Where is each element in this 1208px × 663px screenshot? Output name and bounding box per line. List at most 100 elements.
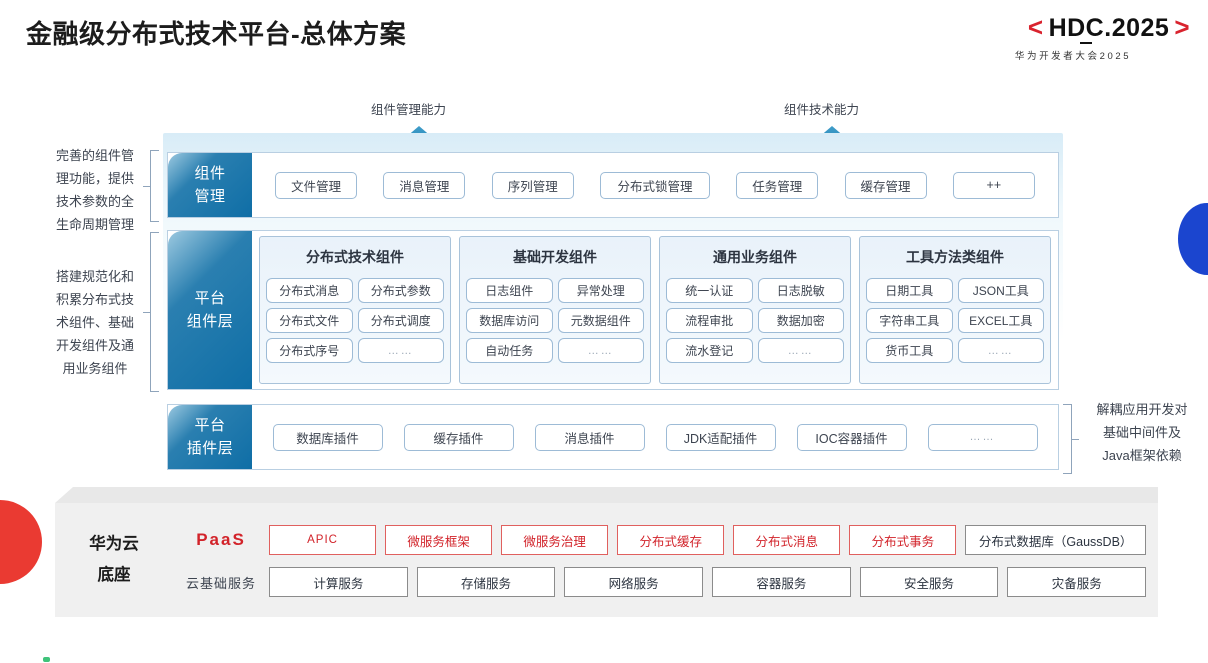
component-pill[interactable]: 异常处理	[557, 278, 644, 303]
annotation-left-mid-line2: 积累分布式技	[55, 292, 134, 307]
base-cloud_items-item[interactable]: 网络服务	[564, 567, 704, 597]
logo-underscore-mark	[1079, 42, 1092, 44]
component-mgmt-pill[interactable]: 序列管理	[491, 171, 574, 199]
bracket-tick-left-top	[143, 186, 150, 188]
component-pill[interactable]: 自动任务	[466, 338, 553, 363]
layer-body-platform-plugins: 数据库插件缓存插件消息插件 JDK适配插件 IOC容器插件 ……	[252, 405, 1058, 469]
base-cloud_items-item[interactable]: 存储服务	[416, 567, 556, 597]
logo-left-bracket-icon: <	[1027, 12, 1044, 42]
component-pill[interactable]: EXCEL工具	[957, 308, 1044, 333]
component-group-grid: 统一认证日志脱敏流程审批数据加密流水登记……	[666, 278, 844, 363]
annotation-left-mid-line5: 用业务组件	[62, 361, 128, 376]
component-mgmt-pill[interactable]: 缓存管理	[844, 171, 927, 199]
component-mgmt-pill[interactable]: 文件管理	[275, 171, 358, 199]
annotation-left-mid-line1: 搭建规范化和	[55, 269, 134, 284]
plugin-pill[interactable]: 数据库插件	[272, 423, 383, 451]
base-paas_items-item[interactable]: 分布式消息	[733, 525, 841, 555]
annotation-left-mid-line4: 开发组件及通	[55, 338, 134, 353]
component-group-title: 通用业务组件	[713, 249, 797, 265]
component-pill[interactable]: 日志脱敏	[757, 278, 844, 303]
component-pill[interactable]: JSON工具	[957, 278, 1044, 303]
component-group-title: 工具方法类组件	[906, 249, 1004, 265]
plugin-pill[interactable]: 缓存插件	[403, 423, 514, 451]
layer-label-line2: 管理	[194, 188, 226, 205]
red-quarter-circle-decoration	[0, 500, 42, 584]
annotation-left-middle: 搭建规范化和 积累分布式技 术组件、基础 开发组件及通 用业务组件	[36, 265, 154, 380]
component-group: 通用业务组件统一认证日志脱敏流程审批数据加密流水登记……	[659, 236, 851, 384]
component-pill[interactable]: ……	[957, 338, 1044, 363]
annotation-right-line1: 解耦应用开发对	[1096, 402, 1188, 417]
layer-label-platform-plugins: 平台 插件层	[168, 405, 252, 469]
component-mgmt-pill[interactable]: 分布式锁管理	[599, 171, 710, 199]
blue-circle-decoration	[1178, 203, 1208, 275]
component-mgmt-pill[interactable]: 消息管理	[383, 171, 466, 199]
annotation-left-top-line3: 技术参数的全	[55, 194, 134, 209]
layer-label-component-management: 组件 管理	[168, 153, 252, 217]
plugin-pill[interactable]: 消息插件	[534, 423, 645, 451]
component-pill[interactable]: 分布式消息	[266, 278, 353, 303]
layer-label-line1: 平台	[194, 417, 226, 434]
layer-platform-plugins: 平台 插件层 数据库插件缓存插件消息插件 JDK适配插件 IOC容器插件 ……	[167, 404, 1059, 470]
component-pill[interactable]: 流水登记	[666, 338, 753, 363]
component-pill[interactable]: 统一认证	[666, 278, 753, 303]
layer-label-platform-components: 平台 组件层	[168, 231, 252, 389]
annotation-left-top-line2: 理功能，提供	[55, 171, 134, 186]
logo-year-text: .2025	[1104, 14, 1170, 42]
component-pill[interactable]: 流程审批	[666, 308, 753, 333]
green-dot-decoration	[43, 657, 50, 662]
component-pill[interactable]: 日志组件	[466, 278, 553, 303]
base-row-label-cloud: 云基础服务	[185, 575, 256, 591]
base-paas_items-item[interactable]: 分布式缓存	[617, 525, 725, 555]
component-group-grid: 分布式消息分布式参数分布式文件分布式调度分布式序号……	[266, 278, 444, 363]
layer-body-platform-components: 分布式技术组件分布式消息分布式参数分布式文件分布式调度分布式序号……基础开发组件…	[252, 231, 1058, 389]
component-pill[interactable]: 元数据组件	[557, 308, 644, 333]
base-cloud_items-item[interactable]: 计算服务	[269, 567, 408, 597]
base-title-line2: 底座	[97, 566, 131, 584]
component-group: 基础开发组件日志组件异常处理数据库访问元数据组件自动任务……	[459, 236, 651, 384]
annotation-left-mid-line3: 术组件、基础	[55, 315, 134, 330]
base-paas_items-item[interactable]: 分布式数据库（GaussDB）	[965, 525, 1146, 555]
component-pill[interactable]: ……	[357, 338, 444, 363]
component-pill[interactable]: 分布式调度	[357, 308, 444, 333]
base-row-cloud: 云基础服务 计算服务存储服务网络服务容器服务安全服务灾备服务	[173, 567, 1147, 597]
plugin-pill[interactable]: JDK适配插件	[665, 423, 776, 451]
bracket-tick-right	[1072, 439, 1079, 441]
component-pill[interactable]: 日期工具	[866, 278, 953, 303]
base-cloud_items-item[interactable]: 容器服务	[712, 567, 851, 597]
component-pill[interactable]: 分布式参数	[357, 278, 444, 303]
logo-subtitle: 华为开发者大会2025	[1014, 51, 1132, 62]
annotation-right-line2: 基础中间件及	[1102, 425, 1181, 440]
annotation-right-line3: Java框架依赖	[1102, 448, 1182, 463]
annotation-left-top-line4: 生命周期管理	[55, 217, 134, 232]
component-mgmt-pill[interactable]: ++	[952, 171, 1035, 199]
component-pill[interactable]: 分布式文件	[266, 308, 353, 333]
component-group-grid: 日志组件异常处理数据库访问元数据组件自动任务……	[466, 278, 644, 363]
component-pill[interactable]: 字符串工具	[866, 308, 953, 333]
component-pill[interactable]: 数据加密	[757, 308, 844, 333]
base-paas_items-item[interactable]: 微服务框架	[385, 525, 493, 555]
base-cloud_items-item[interactable]: 安全服务	[859, 567, 999, 597]
base-paas_items-item[interactable]: 微服务治理	[501, 525, 609, 555]
component-pill[interactable]: 数据库访问	[466, 308, 553, 333]
bracket-right	[1063, 404, 1072, 474]
base-paas_items-item[interactable]: APIC	[269, 525, 377, 555]
plugin-pill[interactable]: ……	[927, 423, 1038, 451]
component-pill[interactable]: 货币工具	[866, 338, 953, 363]
annotation-right: 解耦应用开发对 基础中间件及 Java框架依赖	[1078, 398, 1206, 467]
bracket-left-top	[150, 150, 159, 222]
layer-label-line2: 插件层	[186, 440, 234, 457]
component-pill[interactable]: ……	[557, 338, 644, 363]
base-cloud_items-item[interactable]: 灾备服务	[1007, 567, 1147, 597]
bracket-tick-left-middle	[143, 312, 150, 314]
component-pill[interactable]: 分布式序号	[266, 338, 353, 363]
component-mgmt-pill[interactable]: 任务管理	[736, 171, 819, 199]
component-pill[interactable]: ……	[757, 338, 844, 363]
base-paas_items-item[interactable]: 分布式事务	[849, 525, 957, 555]
plugin-pill[interactable]: IOC容器插件	[796, 423, 907, 451]
base-title-line1: 华为云	[89, 535, 139, 553]
arrow-label-component-management: 组件管理能力	[371, 103, 447, 117]
page-title: 金融级分布式技术平台-总体方案	[26, 19, 407, 49]
